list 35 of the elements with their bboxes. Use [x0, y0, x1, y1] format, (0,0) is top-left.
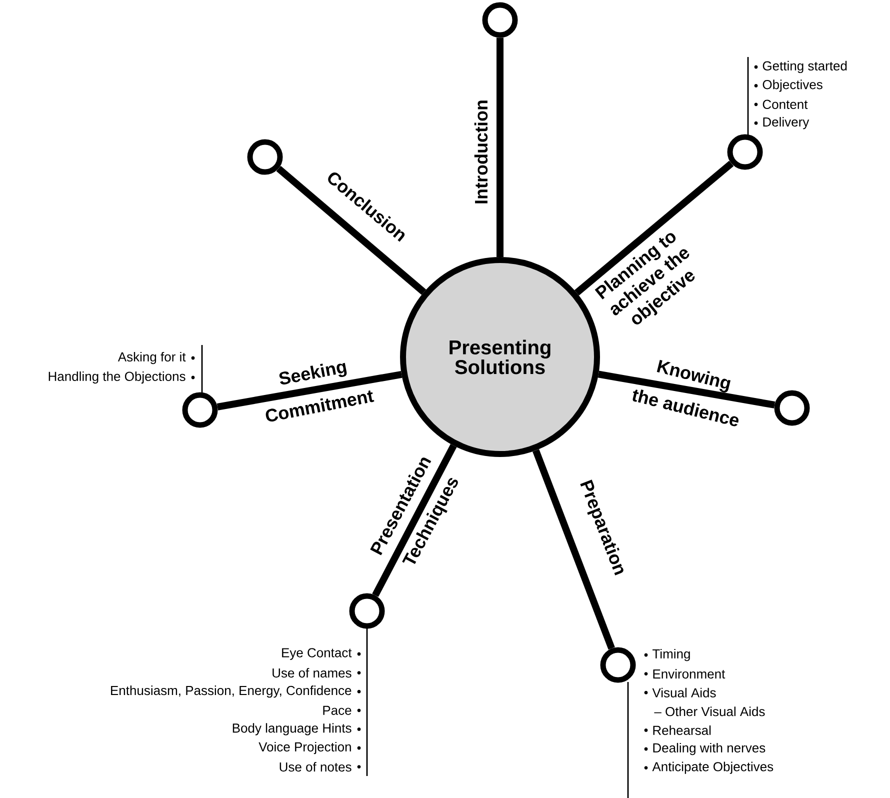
list-item: Asking for it [118, 352, 195, 364]
list-item: – Other Visual Aids [654, 706, 765, 716]
list-item: Content [754, 100, 808, 109]
spoke-line [276, 166, 426, 295]
list-item: Eye Contact [282, 648, 361, 660]
list-item: Voice Projection [258, 742, 361, 754]
list-item: Getting started [754, 60, 847, 74]
spoke-label: Introduction [474, 100, 488, 204]
list-item: Handling the Objections [48, 371, 195, 384]
list-item: Objectives [754, 80, 822, 92]
list-item: Body language Hints [232, 723, 361, 736]
list-item: Enthusiasm, Passion, Energy, Confidence [111, 686, 361, 698]
list-item: Use of names [272, 668, 361, 678]
spoke-line [574, 160, 734, 296]
end-circle [482, 2, 518, 38]
list-item: Anticipate Objectives [644, 762, 774, 774]
end-circle [774, 390, 810, 426]
list-item: Use of notes [280, 762, 361, 772]
spoke-line [532, 449, 615, 650]
list-item: Timing [644, 648, 690, 662]
list-item: Visual Aids [644, 688, 716, 698]
spoke-line [598, 370, 776, 408]
list-item: Pace [323, 706, 361, 715]
end-circle [182, 392, 218, 428]
end-circle [349, 593, 385, 629]
spoke-line [372, 444, 457, 597]
list-item: Environment [644, 669, 726, 679]
spoke-line [216, 370, 402, 410]
end-circle [727, 134, 763, 170]
end-circle [247, 139, 283, 175]
list-item: Rehearsal [644, 725, 711, 735]
end-circle [600, 647, 636, 683]
list-item: Delivery [754, 117, 810, 130]
list-item: Dealing with nerves [644, 742, 766, 756]
spoke-line [496, 38, 504, 257]
